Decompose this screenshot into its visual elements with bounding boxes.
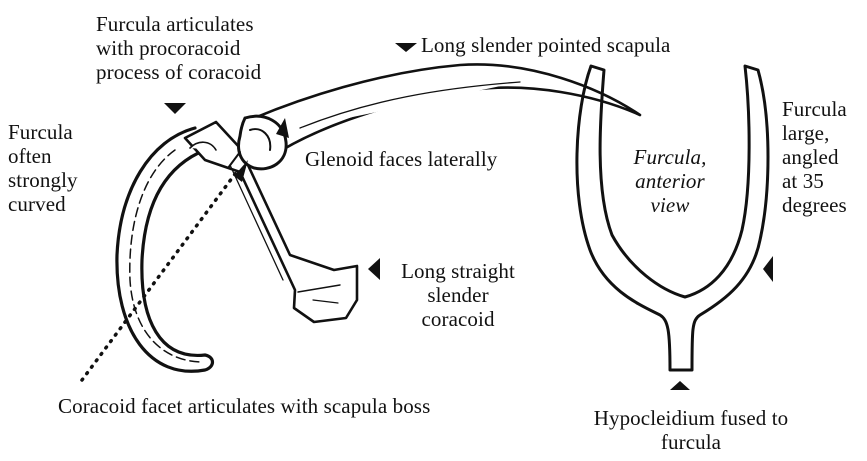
coracoid-facet-leader — [82, 170, 238, 380]
label-long-scapula: Long slender pointed scapula — [421, 33, 670, 57]
label-furcula-anterior: Furcula, anterior view — [622, 145, 718, 217]
label-coracoid-facet: Coracoid facet articulates with scapula … — [58, 394, 430, 418]
label-furcula-curved: Furcula often strongly curved — [8, 120, 78, 216]
arrow-hypocleidium — [670, 381, 690, 390]
arrow-scapula — [395, 43, 417, 52]
label-furcula-large: Furcula large, angled at 35 degrees — [782, 97, 847, 217]
label-glenoid: Glenoid faces laterally — [305, 147, 497, 171]
label-hypocleidium: Hypocleidium fused to furcula — [576, 406, 806, 454]
label-furcula-articulates: Furcula articulates with procoracoid pro… — [96, 12, 261, 84]
arrow-furcula-angle — [763, 256, 773, 282]
arrow-coracoid — [368, 258, 380, 280]
furcula-lateral-bone — [117, 128, 213, 371]
furcula-anterior-bone — [577, 66, 768, 370]
arrow-furcula-articulates — [164, 103, 186, 114]
label-long-coracoid: Long straight slender coracoid — [384, 259, 532, 331]
